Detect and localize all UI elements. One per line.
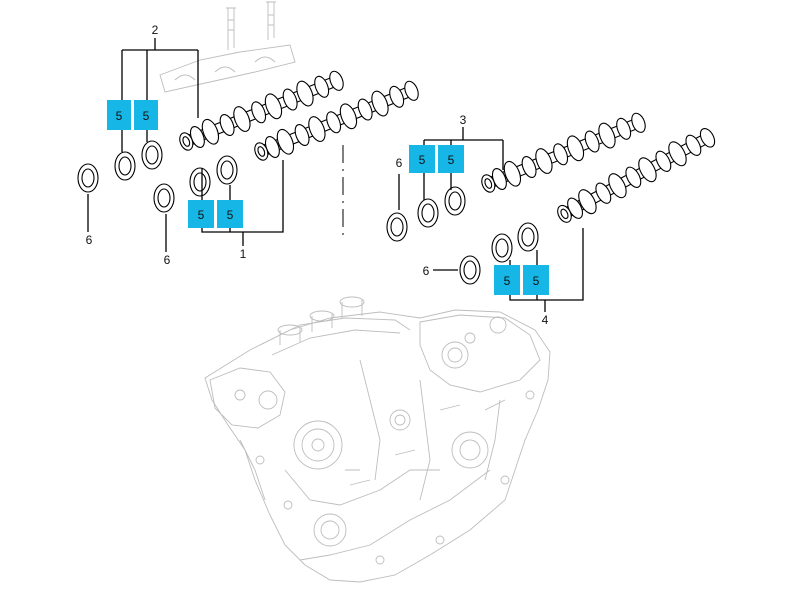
- seal-ring-icon: [77, 140, 539, 285]
- svg-text:5: 5: [533, 274, 540, 288]
- svg-text:5: 5: [116, 109, 123, 123]
- callout-6-center: 6: [164, 253, 171, 267]
- callout-2: 2: [152, 23, 159, 37]
- badge-5: 5: [523, 265, 549, 295]
- camshaft-2: [175, 65, 348, 157]
- callout-6-lower-right: 6: [423, 264, 430, 278]
- callout-3: 3: [460, 113, 467, 127]
- svg-text:5: 5: [448, 153, 455, 167]
- svg-text:5: 5: [198, 208, 205, 222]
- callout-6-upper-right: 6: [396, 156, 403, 170]
- badge-group: 5 5 5 5 5 5 5 5: [107, 100, 549, 295]
- callout-4: 4: [542, 313, 549, 327]
- svg-text:5: 5: [227, 208, 234, 222]
- svg-text:5: 5: [143, 109, 150, 123]
- badge-5: 5: [188, 200, 214, 228]
- callout-1: 1: [240, 247, 247, 261]
- badge-5: 5: [134, 100, 158, 130]
- engine-block-icon: [204, 296, 551, 583]
- bearing-cap-icon: [159, 1, 296, 93]
- badge-5: 5: [409, 145, 435, 173]
- svg-text:5: 5: [504, 274, 511, 288]
- badge-5: 5: [217, 200, 243, 228]
- badge-5: 5: [494, 265, 520, 295]
- callout-6-left: 6: [86, 233, 93, 247]
- badge-5: 5: [107, 100, 131, 130]
- svg-text:5: 5: [419, 153, 426, 167]
- badge-5: 5: [438, 145, 464, 173]
